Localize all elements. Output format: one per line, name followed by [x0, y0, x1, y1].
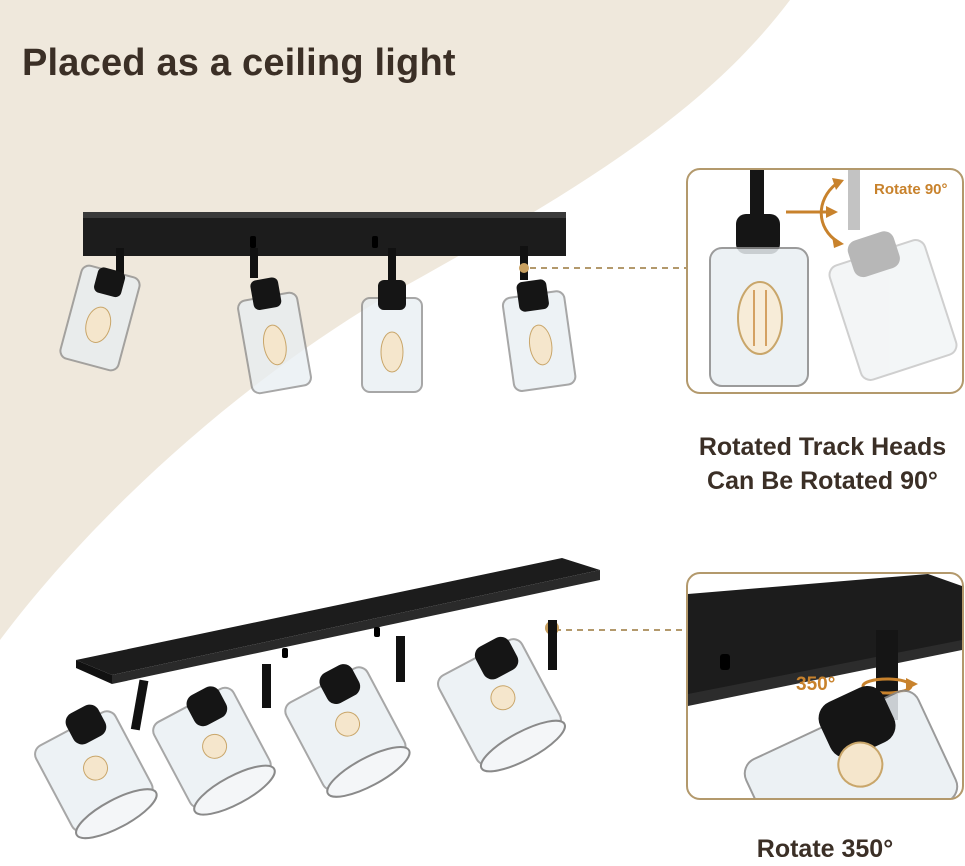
bottom-track-head-2 — [152, 664, 276, 816]
top-track-head-2 — [237, 248, 312, 395]
bottom-track-head-4 — [437, 620, 566, 773]
bottom-fixture-canopy — [76, 558, 600, 675]
top-track-head-1 — [59, 248, 141, 372]
rotate-90-caption-line-2: Can Be Rotated 90° — [707, 467, 938, 495]
top-fixture — [59, 212, 577, 395]
bottom-track-head-1 — [34, 679, 158, 840]
rotate-90-caption-line-1: Rotated Track Heads — [698, 433, 947, 461]
cream-background-wave — [0, 0, 790, 640]
rotate-350-callout — [686, 572, 964, 800]
rotate-350-illustration — [688, 574, 962, 798]
top-track-head-4 — [501, 246, 577, 392]
rotate-350-caption: Rotate 350° — [756, 835, 894, 863]
page-title: Placed as a ceiling light — [22, 42, 456, 84]
rotate-90-tag: Rotate 90° — [874, 181, 948, 198]
top-fixture-canopy — [83, 212, 566, 256]
rotate-90-callout — [686, 168, 964, 394]
top-track-head-3 — [361, 248, 423, 393]
rotate-90-illustration — [709, 170, 958, 387]
bottom-fixture — [34, 558, 600, 840]
bottom-track-head-3 — [284, 636, 411, 798]
rotation-350-arrow-icon — [906, 678, 918, 690]
rotate-350-tag: 350° — [796, 674, 836, 695]
rotate-90-caption: Rotated Track Heads Can Be Rotated 90° — [680, 430, 965, 498]
